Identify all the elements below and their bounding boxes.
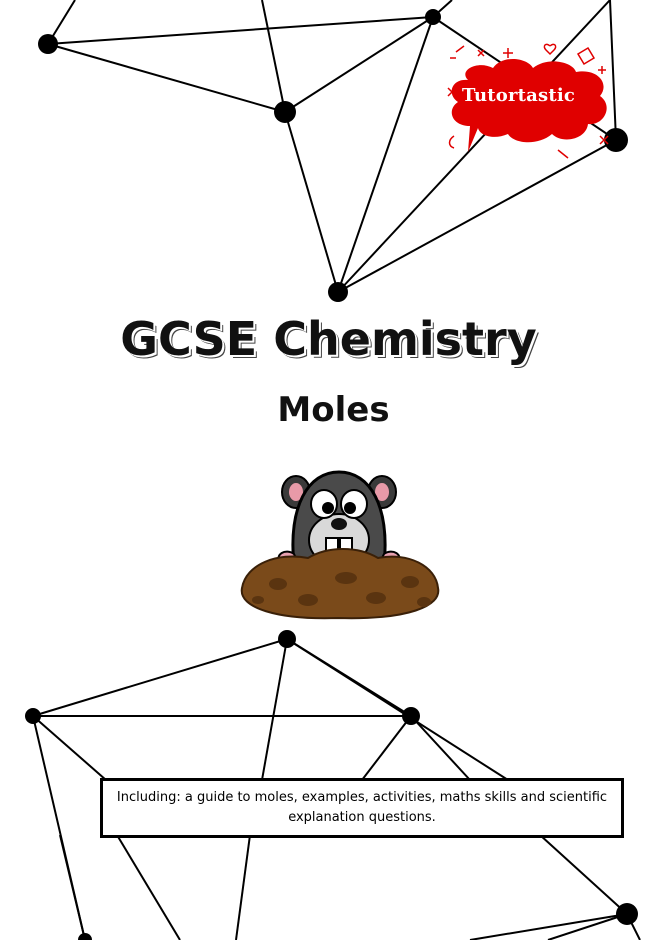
page-title: GCSE Chemistry	[120, 312, 537, 366]
page-subtitle: Moles	[277, 390, 390, 430]
mole-icon	[240, 470, 440, 620]
contents-summary-box: Including: a guide to moles, examples, a…	[100, 778, 624, 838]
contents-summary-text: Including: a guide to moles, examples, a…	[116, 790, 608, 825]
tutortastic-logo	[447, 43, 609, 159]
logo-wordmark: Tutortastic	[462, 85, 576, 106]
